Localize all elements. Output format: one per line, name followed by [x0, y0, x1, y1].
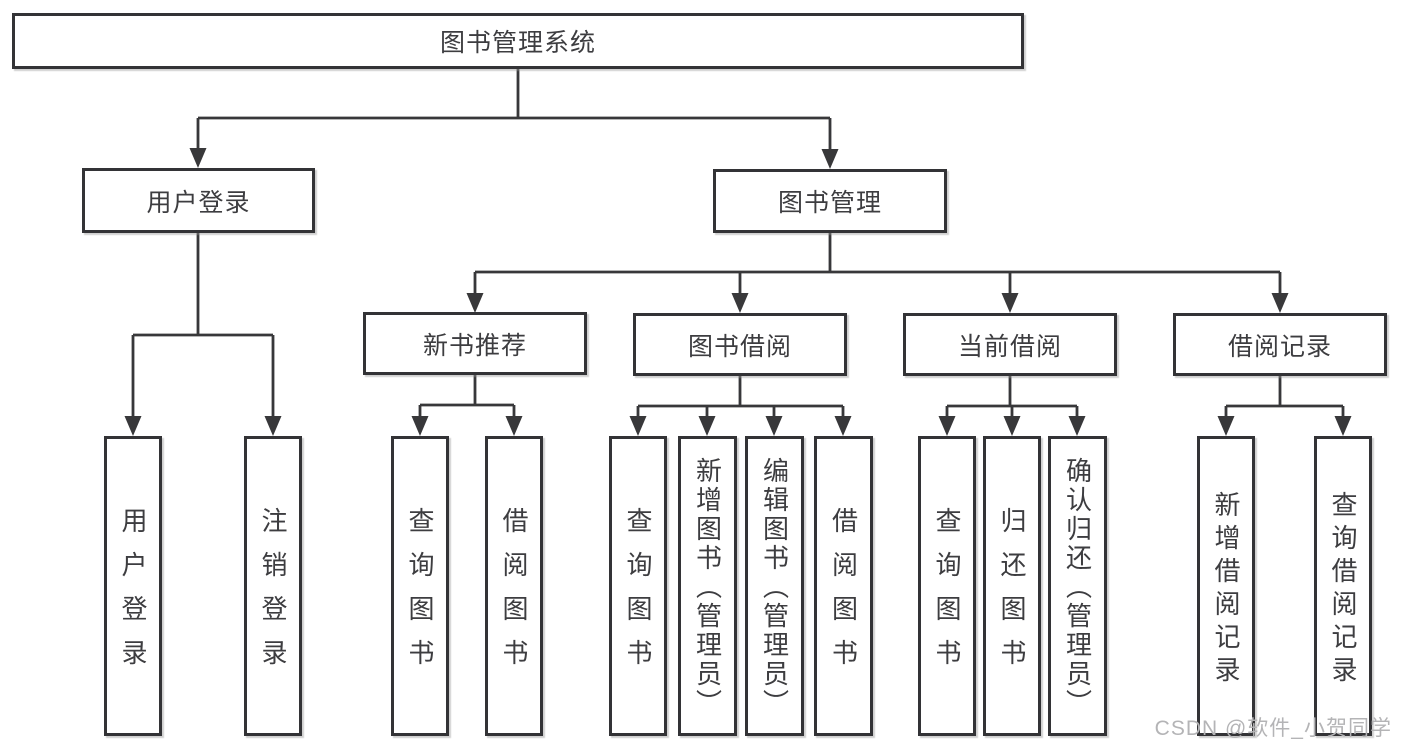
node-current-borrowing-label: 当前借阅	[957, 332, 1062, 361]
leaf-edit-books-admin-label: 编辑图书（管理员）	[759, 457, 790, 718]
leaf-logout: 注销登录	[244, 436, 302, 736]
leaf-add-books-admin: 新增图书（管理员）	[678, 436, 737, 736]
node-book-borrowing: 图书借阅	[633, 313, 847, 376]
node-book-management: 图书管理	[713, 169, 947, 233]
leaf-return-books-label: 归还图书	[997, 507, 1027, 683]
node-book-management-label: 图书管理	[777, 189, 882, 217]
leaf-add-borrow-record-label: 新增借阅记录	[1211, 490, 1241, 689]
leaf-query-books-current-label: 查询图书	[932, 507, 962, 683]
node-borrowing-records-label: 借阅记录	[1227, 332, 1332, 361]
leaf-query-books-borrowing: 查询图书	[609, 436, 667, 736]
node-new-book-recommend-label: 新书推荐	[422, 331, 527, 360]
leaf-query-borrow-record-label: 查询借阅记录	[1328, 490, 1358, 689]
leaf-query-books-recommend: 查询图书	[391, 436, 449, 736]
leaf-borrow-books-recommend-label: 借阅图书	[499, 507, 529, 683]
node-library-system-label: 图书管理系统	[439, 29, 596, 57]
node-new-book-recommend: 新书推荐	[363, 312, 587, 375]
node-current-borrowing: 当前借阅	[903, 313, 1117, 376]
leaf-confirm-return-admin: 确认归还（管理员）	[1048, 436, 1107, 736]
node-book-borrowing-label: 图书借阅	[687, 332, 792, 361]
node-borrowing-records: 借阅记录	[1173, 313, 1387, 376]
leaf-query-books-borrowing-label: 查询图书	[623, 507, 653, 683]
node-user-login: 用户登录	[82, 168, 315, 233]
leaf-borrow-books-recommend: 借阅图书	[485, 436, 543, 736]
leaf-user-login: 用户登录	[104, 436, 162, 736]
leaf-borrow-books-label: 借阅图书	[828, 507, 859, 683]
leaf-logout-label: 注销登录	[258, 507, 288, 683]
leaf-user-login-label: 用户登录	[118, 507, 148, 683]
leaf-query-borrow-record: 查询借阅记录	[1314, 436, 1372, 736]
leaf-add-borrow-record: 新增借阅记录	[1197, 436, 1255, 736]
node-user-login-label: 用户登录	[146, 188, 251, 217]
leaf-edit-books-admin: 编辑图书（管理员）	[745, 436, 804, 736]
leaf-borrow-books: 借阅图书	[814, 436, 873, 736]
node-library-system: 图书管理系统	[12, 13, 1024, 69]
leaf-add-books-admin-label: 新增图书（管理员）	[692, 457, 723, 718]
leaf-query-books-recommend-label: 查询图书	[405, 507, 435, 683]
leaf-return-books: 归还图书	[983, 436, 1041, 736]
watermark: CSDN @软件_小贺同学	[1154, 717, 1392, 740]
leaf-confirm-return-admin-label: 确认归还（管理员）	[1062, 457, 1093, 718]
leaf-query-books-current: 查询图书	[918, 436, 976, 736]
